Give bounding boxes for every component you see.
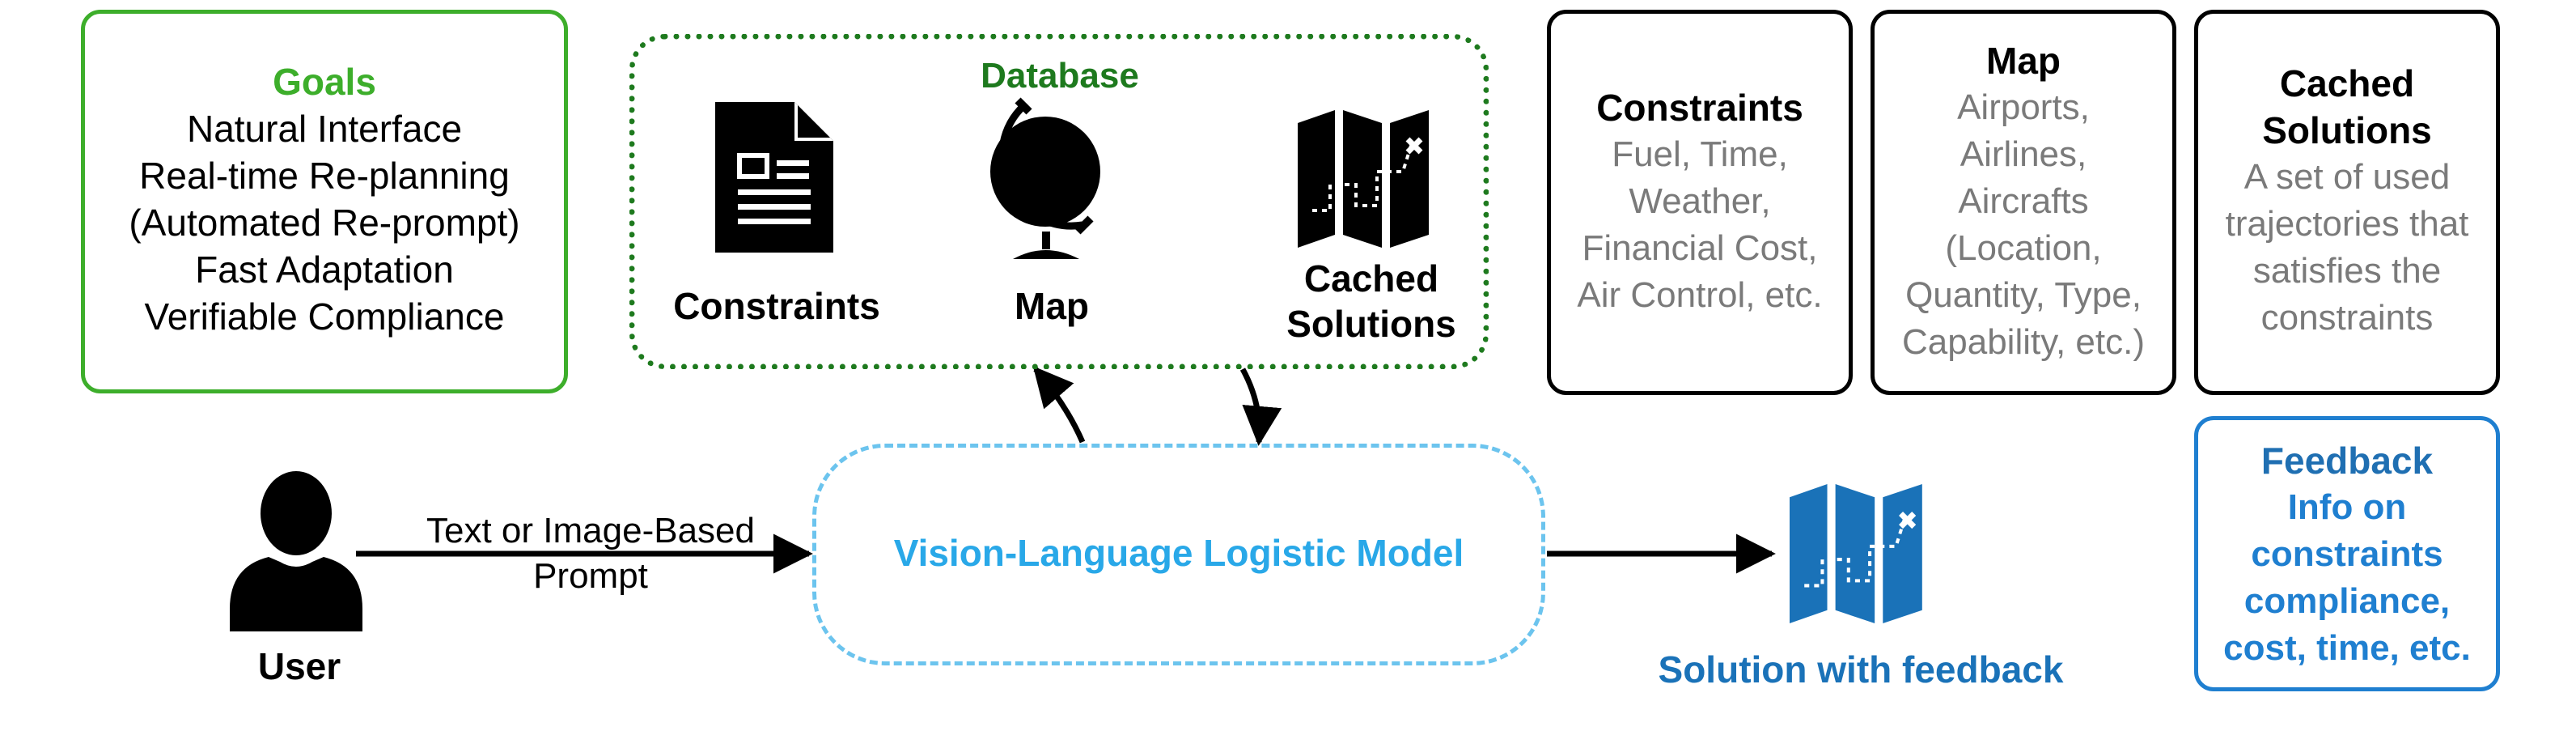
cached-solutions-card-line: satisfies the — [2252, 251, 2442, 291]
database-constraints-label: Constraints — [673, 285, 880, 327]
map-card-line: Aircrafts — [1958, 181, 2089, 221]
solution-label: Solution with feedback — [1658, 648, 2064, 691]
goals-content: Goals Natural Interface Real-time Re-pla… — [81, 58, 568, 340]
model-to-database-arrow — [1032, 366, 1086, 444]
database-to-model-arrow — [1239, 368, 1282, 446]
feedback-title: Feedback — [2260, 440, 2434, 482]
goal-item: Verifiable Compliance — [144, 295, 505, 338]
prompt-line2: Prompt — [533, 556, 648, 596]
constraints-card-content: Constraints Fuel, Time, Weather, Financi… — [1547, 84, 1853, 319]
cached-solutions-card-title: Solutions — [2262, 109, 2432, 151]
feedback-card-content: Feedback Info on constraints compliance,… — [2194, 437, 2500, 672]
cached-solutions-card-content: Cached Solutions A set of used trajector… — [2194, 60, 2500, 342]
database-box — [629, 34, 1489, 369]
goal-item: Fast Adaptation — [195, 249, 454, 291]
feedback-line: cost, time, etc. — [2223, 628, 2471, 668]
document-icon — [715, 102, 833, 253]
constraints-card-line: Weather, — [1629, 181, 1771, 221]
database-cached-label: Cached Solutions — [1262, 256, 1481, 346]
prompt-label: Text or Image-Based Prompt — [380, 508, 801, 599]
cached-solutions-card-line: trajectories that — [2225, 204, 2469, 244]
database-cached-line1: Cached — [1303, 257, 1439, 300]
globe-icon — [990, 97, 1100, 259]
goal-item: Real-time Re-planning — [139, 155, 510, 197]
cached-solutions-card-title: Cached — [2279, 62, 2415, 104]
cached-solutions-card-line: A set of used — [2243, 157, 2451, 197]
map-card-line: Airports, — [1957, 87, 2090, 127]
model-box — [812, 444, 1545, 665]
user-label: User — [257, 645, 341, 687]
map-card-content: Map Airports, Airlines, Aircrafts (Locat… — [1871, 37, 2176, 366]
database-title: Database — [981, 56, 1139, 96]
database-map-label: Map — [1015, 285, 1089, 327]
cached-solutions-card — [2194, 10, 2500, 395]
constraints-card-line: Financial Cost, — [1582, 228, 1818, 268]
feedback-line: compliance, — [2243, 581, 2451, 621]
constraints-card-line: Fuel, Time, — [1612, 134, 1788, 174]
map-card-line: (Location, — [1945, 228, 2102, 268]
feedback-card — [2194, 416, 2500, 691]
goals-box — [81, 10, 568, 393]
goal-item: Natural Interface — [186, 108, 463, 150]
folded-map-icon — [1298, 110, 1429, 248]
solution-map-icon — [1790, 484, 1922, 623]
map-card — [1871, 10, 2176, 395]
cached-solutions-card-line: constraints — [2260, 298, 2434, 338]
constraints-card — [1547, 10, 1853, 395]
model-label: Vision-Language Logistic Model — [893, 532, 1464, 574]
goal-item: (Automated Re-prompt) — [129, 202, 520, 244]
map-card-title: Map — [1986, 40, 2061, 82]
constraints-card-title: Constraints — [1596, 87, 1803, 129]
feedback-line: constraints — [2251, 534, 2443, 574]
user-icon — [230, 471, 362, 631]
feedback-line: Info on — [2287, 487, 2407, 527]
prompt-line1: Text or Image-Based — [426, 511, 755, 550]
constraints-card-line: Air Control, etc. — [1577, 275, 1823, 315]
goals-title: Goals — [273, 61, 376, 103]
map-card-line: Airlines, — [1960, 134, 2087, 174]
database-cached-line2: Solutions — [1286, 303, 1456, 345]
map-card-line: Quantity, Type, — [1905, 275, 2142, 315]
map-card-line: Capability, etc.) — [1902, 322, 2145, 362]
